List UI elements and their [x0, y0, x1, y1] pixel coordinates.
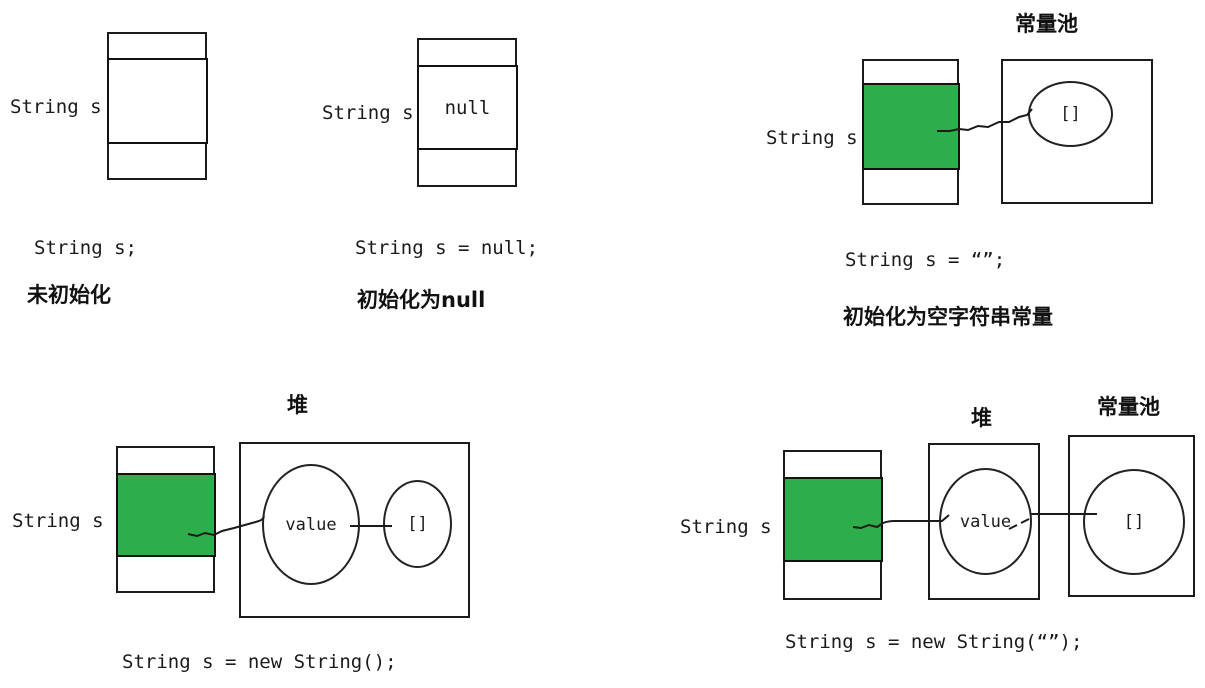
code-caption: String s = “”;	[845, 249, 1006, 271]
constant-pool-title: 常量池	[1097, 395, 1160, 419]
variable-label: String s	[766, 127, 858, 149]
description-caption: 初始化为null	[357, 288, 486, 312]
variable-label: String s	[10, 96, 102, 118]
value-node: value	[939, 468, 1032, 575]
value-label: value	[959, 511, 1012, 532]
empty-array-node: []	[1083, 469, 1185, 575]
variable-box	[107, 32, 208, 180]
heap-title: 堆	[287, 393, 308, 417]
code-caption: String s = new String();	[122, 651, 397, 673]
empty-array-node: []	[1028, 81, 1113, 147]
heap-title: 堆	[971, 406, 992, 430]
null-value: null	[444, 96, 491, 119]
variable-box	[862, 59, 960, 205]
variable-label: String s	[322, 102, 414, 124]
variable-box	[783, 450, 883, 600]
constant-pool-title: 常量池	[1015, 12, 1078, 36]
variable-box	[116, 446, 216, 593]
variable-label: String s	[12, 510, 104, 532]
variable-slot: null	[417, 65, 518, 150]
empty-array-label: []	[1060, 104, 1081, 124]
code-caption: String s = new String(“”);	[785, 631, 1083, 653]
variable-slot-reference	[783, 477, 883, 562]
code-caption: String s = null;	[355, 237, 539, 259]
variable-slot-reference	[862, 83, 960, 170]
empty-array-label: []	[407, 514, 428, 534]
variable-label: String s	[680, 516, 772, 538]
empty-array-node: []	[383, 480, 452, 568]
empty-array-label: []	[1123, 512, 1145, 532]
variable-slot	[107, 58, 208, 144]
code-caption: String s;	[34, 237, 137, 259]
value-node: value	[262, 464, 360, 585]
description-caption: 未初始化	[27, 283, 111, 307]
value-label: value	[285, 514, 337, 535]
variable-box: null	[417, 38, 518, 187]
description-caption: 初始化为空字符串常量	[843, 305, 1053, 329]
variable-slot-reference	[116, 473, 216, 557]
